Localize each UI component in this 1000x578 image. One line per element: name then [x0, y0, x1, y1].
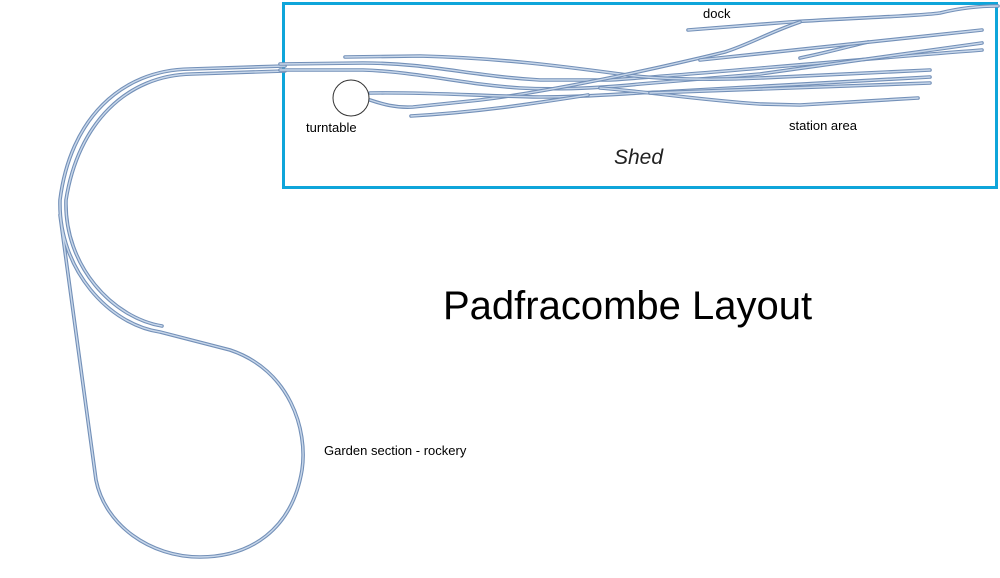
turntable-label: turntable [306, 120, 357, 135]
track-siding-upper-rail [344, 55, 931, 80]
track-station-lower-rail [599, 87, 919, 106]
station-area-label: station area [789, 118, 857, 133]
turntable-circle [332, 79, 370, 117]
track-main-lower-rail [279, 42, 983, 90]
track-station-middle-rail [649, 82, 931, 94]
track-right-upper-rail [699, 29, 983, 61]
diagram-title: Padfracombe Layout [443, 284, 813, 328]
track-bottom-siding-rail [410, 94, 589, 117]
track-main-lower [278, 41, 984, 91]
track-dock-rail [687, 5, 999, 31]
shed-area-box [282, 2, 998, 189]
dock-label: dock [703, 6, 731, 21]
track-turntable-upper-rail [369, 76, 931, 98]
main-line-loop-inner-rail [65, 70, 286, 327]
garden-section-label: Garden section - rockery [324, 443, 467, 458]
track-dock-branch-rail [369, 21, 801, 108]
main-line-loop-rail [59, 65, 304, 558]
shed-label: Shed [614, 146, 664, 169]
